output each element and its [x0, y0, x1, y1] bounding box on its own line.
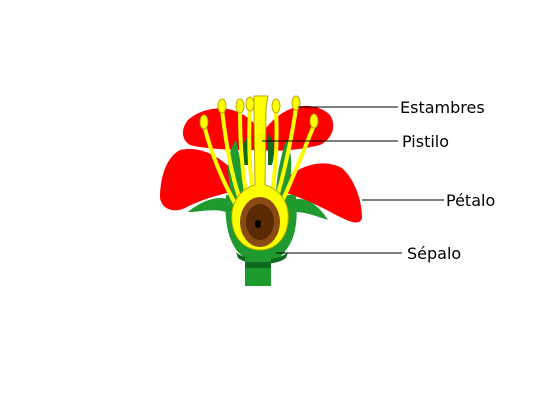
petal-right — [282, 163, 362, 223]
leader-lines — [262, 106, 444, 254]
anther — [271, 98, 281, 114]
sepal-right — [292, 198, 328, 220]
anther — [245, 96, 255, 112]
petal-left — [160, 149, 244, 211]
sepal-left — [188, 198, 232, 212]
label-sepal: Sépalo — [407, 244, 461, 263]
anther — [309, 113, 319, 129]
anther — [199, 114, 209, 130]
anther — [291, 95, 301, 111]
label-petal: Pétalo — [446, 191, 495, 210]
anther — [217, 98, 227, 114]
stem-shadow — [245, 262, 271, 268]
labels: Estambres Pistilo Pétalo Sépalo — [400, 98, 495, 263]
label-stamens: Estambres — [400, 98, 485, 117]
ovule — [255, 220, 261, 228]
pistil-group — [231, 95, 289, 251]
label-pistil: Pistilo — [402, 132, 449, 151]
anther — [235, 98, 245, 114]
